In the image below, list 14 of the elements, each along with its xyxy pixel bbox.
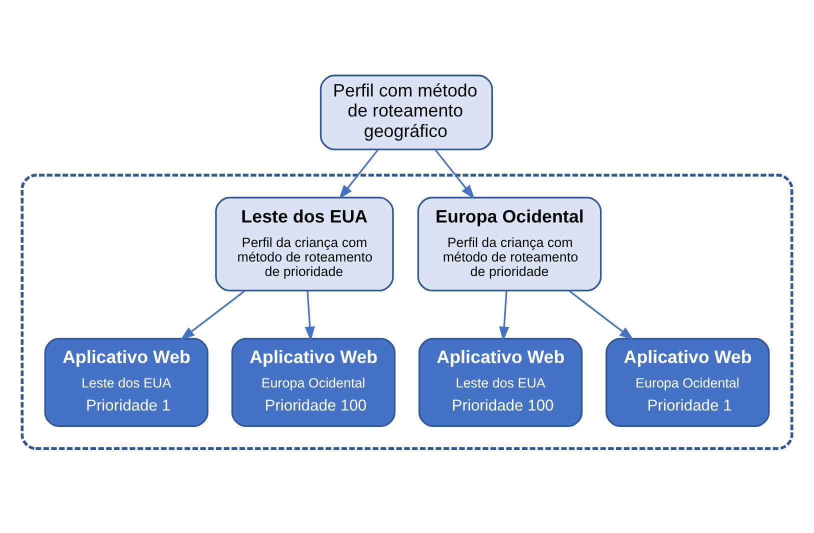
- node-box: Aplicativo Web Leste dos EUA Prioridade 100: [418, 338, 583, 427]
- arrow: [434, 149, 475, 200]
- arrow: [304, 290, 315, 342]
- node-box: Aplicativo Web Leste dos EUA Prioridade 1: [44, 338, 208, 427]
- node-box: Europa Ocidental Perfil da criança com método de roteamento de prioridade: [417, 196, 602, 292]
- node-box: Aplicativo Web Europa Ocidental Prioridade 100: [231, 338, 396, 427]
- cluster: [20, 174, 794, 450]
- arrow: [568, 290, 634, 340]
- arrow: [338, 149, 379, 200]
- arrow: [180, 290, 246, 340]
- node-box: Perfil com método de roteamento geográfico: [320, 74, 493, 150]
- node-box: Aplicativo Web Europa Ocidental Prioridade 1: [606, 338, 770, 427]
- node-box: Leste dos EUA Perfil da criança com método de roteamento de prioridade: [215, 196, 394, 292]
- arrow: [499, 290, 510, 342]
